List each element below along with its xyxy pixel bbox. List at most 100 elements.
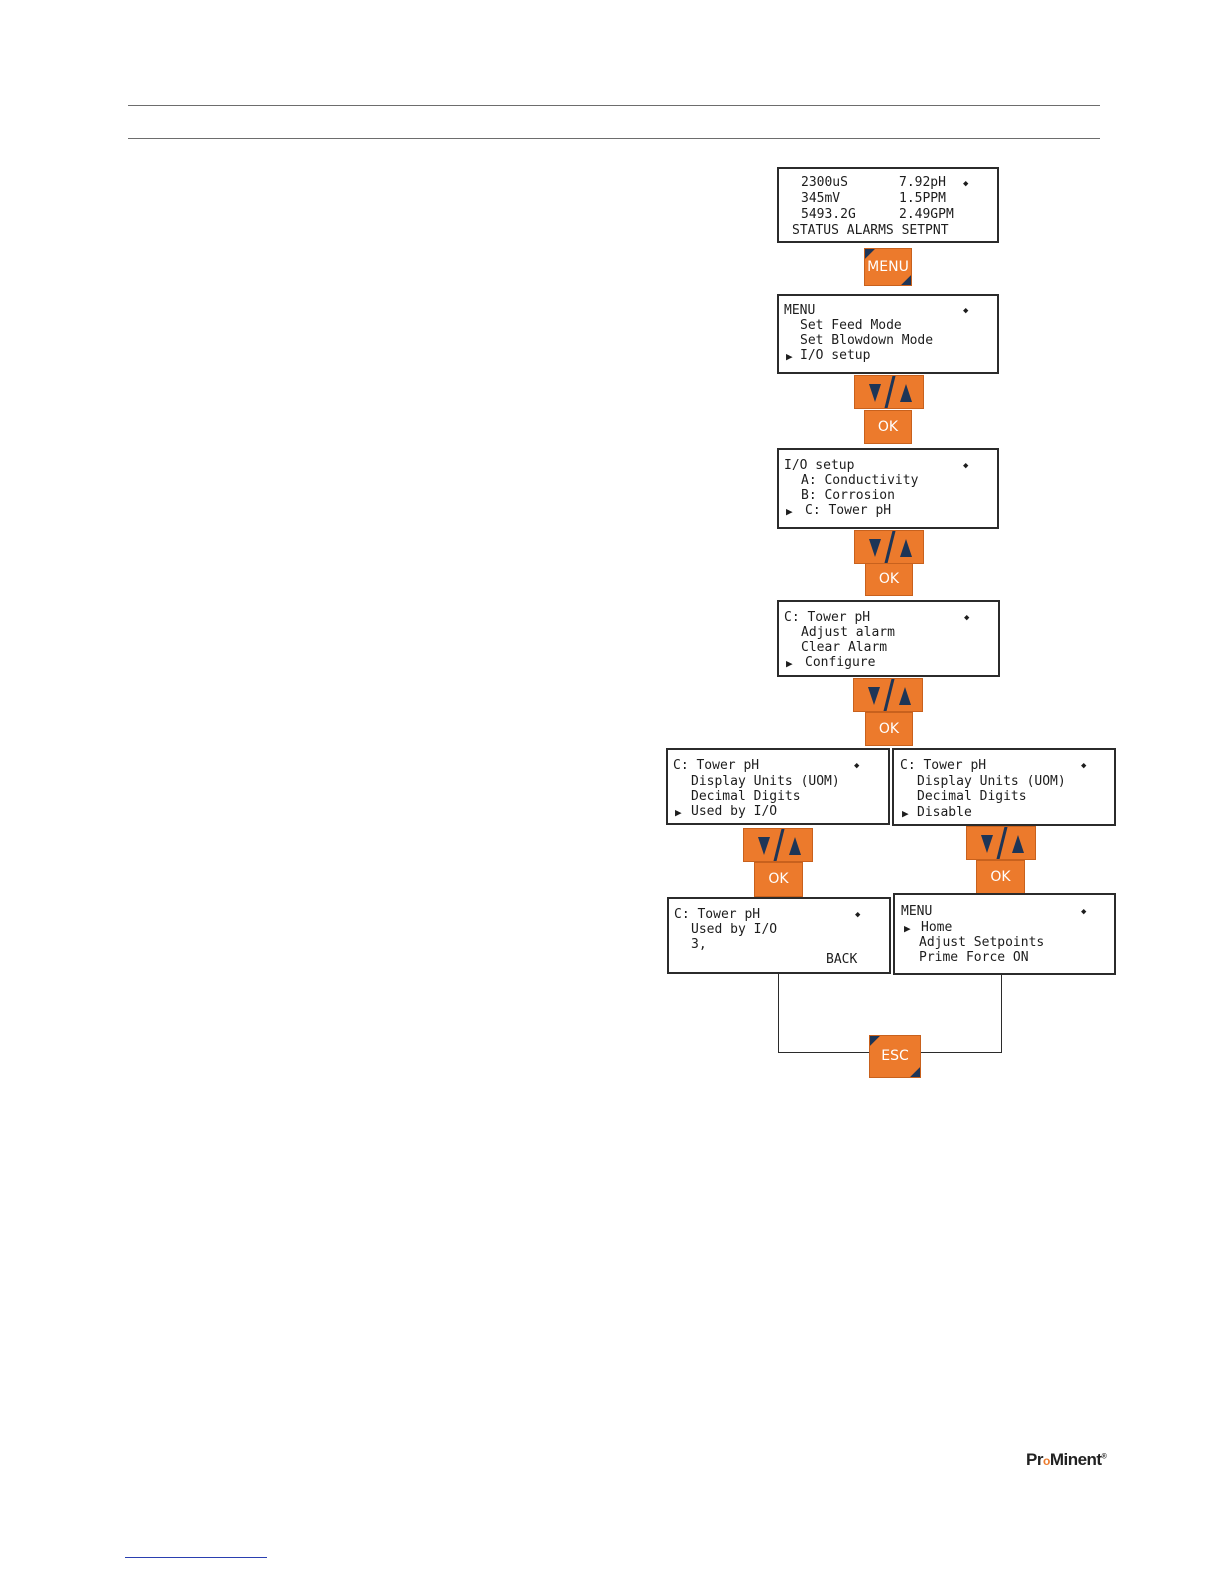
scroll-icon: ◆ [854, 761, 860, 771]
lcd-softkey-labels: STATUS ALARMS SETPNT [792, 223, 949, 238]
lcd-line: Configure [805, 655, 876, 670]
lcd-line: Adjust alarm [801, 625, 895, 640]
selector-arrow-icon: ▶ [786, 657, 793, 670]
ok-key-label: OK [878, 721, 900, 737]
scroll-icon: ◆ [963, 306, 969, 316]
down-arrow-icon [869, 539, 881, 557]
back-softkey-label: BACK [826, 952, 858, 967]
scroll-icon: ◆ [855, 910, 861, 920]
up-down-keys[interactable] [743, 828, 813, 862]
lcd-line: C: Tower pH [805, 503, 892, 518]
esc-key[interactable]: ESC [869, 1035, 921, 1078]
header-rule-top [128, 105, 1100, 106]
lcd-line: C: Tower pH [674, 907, 761, 922]
lcd-line: Used by I/O [691, 922, 778, 937]
lcd-line: Disable [917, 805, 972, 820]
lcd-line: Display Units (UOM) [917, 774, 1066, 789]
lcd-line: C: Tower pH [673, 758, 760, 773]
key-corner [870, 1036, 880, 1046]
lcd-configure-used-screen: C: Tower pH ◆ Display Units (UOM) Decima… [666, 748, 890, 825]
selector-arrow-icon: ▶ [786, 350, 793, 363]
lcd-home-screen: 2300uS 7.92pH ◆ 345mV 1.5PPM 5493.2G 2.4… [777, 167, 999, 243]
footer-link-underline[interactable] [125, 1557, 267, 1558]
lcd-line: Display Units (UOM) [691, 774, 840, 789]
ok-key-label: OK [877, 419, 899, 435]
esc-connector-right [920, 974, 1002, 1053]
lcd-line: C: Tower pH [900, 758, 987, 773]
prominent-logo: ProMinent® [1026, 1450, 1107, 1470]
ok-key[interactable]: OK [976, 860, 1025, 894]
header-rule-bottom [128, 138, 1100, 139]
key-divider [994, 827, 1009, 859]
lcd-io-setup-screen: I/O setup ◆ A: Conductivity B: Corrosion… [777, 448, 999, 529]
key-divider [771, 829, 786, 861]
down-arrow-icon [981, 835, 993, 853]
scroll-icon: ◆ [1081, 907, 1087, 917]
ok-key[interactable]: OK [754, 862, 803, 897]
lcd-line: 2.49GPM [899, 207, 954, 222]
key-divider [881, 679, 896, 711]
lcd-configure-disable-screen: C: Tower pH ◆ Display Units (UOM) Decima… [892, 748, 1116, 826]
lcd-line: 345mV [801, 191, 841, 206]
lcd-line: A: Conductivity [801, 473, 919, 488]
lcd-line: Clear Alarm [801, 640, 888, 655]
up-down-keys[interactable] [966, 826, 1036, 860]
scroll-icon: ◆ [1081, 761, 1087, 771]
logo-registered-mark: ® [1101, 1453, 1107, 1461]
ok-key-label: OK [990, 869, 1011, 885]
menu-key[interactable]: MENU [864, 248, 912, 286]
lcd-line: MENU [784, 303, 816, 318]
lcd-line: Decimal Digits [691, 789, 801, 804]
lcd-line: 5493.2G [801, 207, 856, 222]
scroll-icon: ◆ [964, 613, 970, 623]
lcd-line: C: Tower pH [784, 610, 871, 625]
menu-key-label: MENU [867, 259, 909, 275]
lcd-line: Prime Force ON [919, 950, 1029, 965]
lcd-line: I/O setup [800, 348, 871, 363]
lcd-line: 7.92pH [899, 175, 946, 190]
lcd-tower-ph-screen: C: Tower pH ◆ Adjust alarm Clear Alarm ▶… [777, 600, 1000, 677]
ok-key[interactable]: OK [865, 712, 913, 746]
lcd-line: B: Corrosion [801, 488, 895, 503]
down-arrow-icon [868, 687, 880, 705]
scroll-icon: ◆ [963, 179, 969, 189]
ok-key[interactable]: OK [864, 410, 912, 444]
lcd-line: Home [921, 920, 953, 935]
logo-part: Minent [1049, 1450, 1102, 1469]
up-arrow-icon [899, 687, 911, 705]
lcd-line: 1.5PPM [899, 191, 946, 206]
up-down-keys[interactable] [853, 678, 923, 712]
lcd-line: MENU [901, 904, 933, 919]
up-down-keys[interactable] [854, 375, 924, 409]
lcd-line: Used by I/O [691, 804, 778, 819]
esc-connector-left [778, 974, 873, 1053]
selector-arrow-icon: ▶ [904, 922, 911, 935]
key-divider [882, 531, 897, 563]
key-divider [882, 376, 897, 408]
selector-arrow-icon: ▶ [902, 807, 909, 820]
up-arrow-icon [789, 837, 801, 855]
lcd-menu-screen: MENU ◆ Set Feed Mode Set Blowdown Mode ▶… [777, 294, 999, 374]
ok-key-label: OK [768, 871, 789, 887]
lcd-line: I/O setup [784, 458, 855, 473]
scroll-icon: ◆ [963, 461, 969, 471]
up-down-keys[interactable] [854, 530, 924, 564]
key-corner [865, 249, 875, 259]
selector-arrow-icon: ▶ [675, 806, 682, 819]
down-arrow-icon [758, 837, 770, 855]
lcd-line: 3, [691, 937, 707, 952]
up-arrow-icon [900, 539, 912, 557]
lcd-line: Set Feed Mode [800, 318, 902, 333]
down-arrow-icon [869, 384, 881, 402]
lcd-line: Adjust Setpoints [919, 935, 1045, 950]
lcd-line: Set Blowdown Mode [800, 333, 934, 348]
esc-key-label: ESC [881, 1048, 909, 1064]
lcd-line: 2300uS [801, 175, 848, 190]
logo-part: Pr [1026, 1450, 1043, 1469]
up-arrow-icon [1012, 835, 1024, 853]
ok-key[interactable]: OK [865, 563, 913, 596]
lcd-line: Decimal Digits [917, 789, 1027, 804]
key-corner [901, 275, 911, 285]
logo-part: o [1042, 1454, 1050, 1468]
up-arrow-icon [900, 384, 912, 402]
